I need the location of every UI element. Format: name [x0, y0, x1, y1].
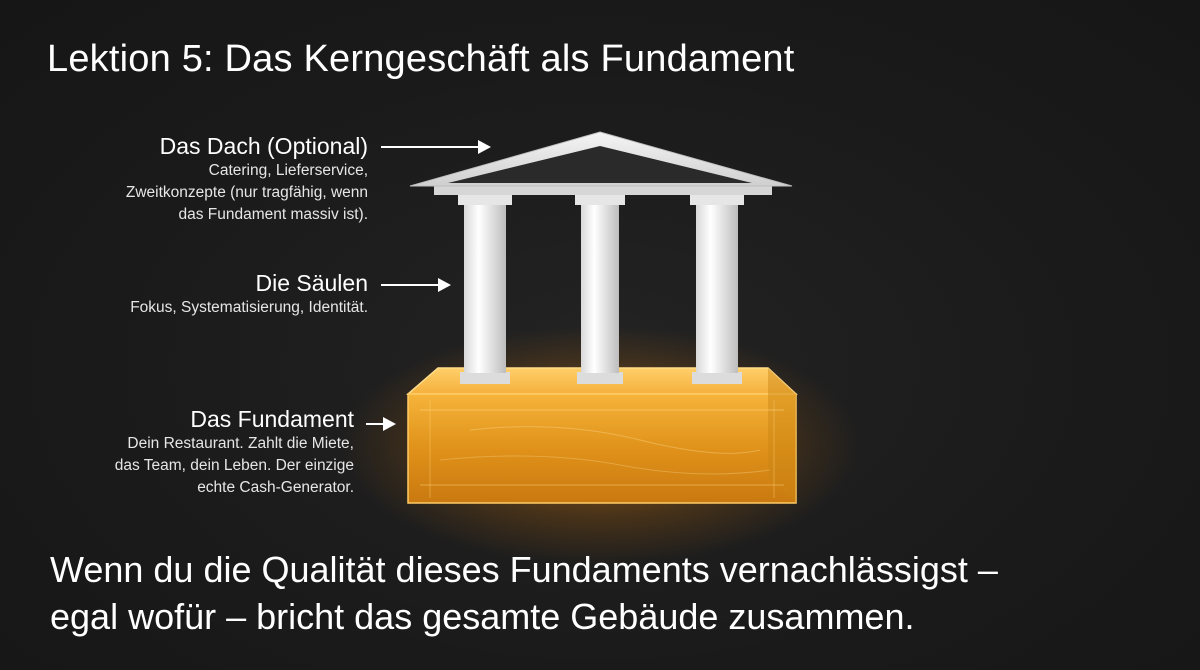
roof-label: Das Dach (Optional) Catering, Lieferserv…	[126, 132, 368, 226]
conclusion-line: egal wofür – bricht das gesamte Gebäude …	[50, 596, 915, 637]
roof	[409, 131, 793, 195]
foundation-arrow-icon	[366, 417, 396, 431]
foundation-description: Dein Restaurant. Zahlt die Miete, das Te…	[115, 433, 354, 499]
foundation-line: Dein Restaurant. Zahlt die Miete,	[127, 435, 354, 452]
foundation-line: das Team, dein Leben. Der einzige	[114, 457, 354, 474]
pillars-label: Die Säulen Fokus, Systematisierung, Iden…	[130, 269, 368, 319]
foundation-block	[405, 367, 798, 504]
roof-line: das Fundament massiv ist).	[178, 206, 368, 223]
pillars-heading: Die Säulen	[255, 270, 368, 296]
roof-line: Zweitkonzepte (nur tragfähig, wenn	[125, 184, 368, 201]
column-left	[458, 193, 512, 384]
pillars-arrow-icon	[381, 278, 451, 292]
foundation-line: echte Cash-Generator.	[197, 479, 354, 496]
slide-title: Lektion 5: Das Kerngeschäft als Fundamen…	[47, 38, 795, 80]
conclusion-line: Wenn du die Qualität dieses Fundaments v…	[50, 549, 998, 590]
column-right	[690, 193, 744, 384]
roof-heading: Das Dach (Optional)	[159, 133, 368, 159]
conclusion-text: Wenn du die Qualität dieses Fundaments v…	[50, 546, 1170, 640]
foundation-label: Das Fundament Dein Restaurant. Zahlt die…	[115, 405, 354, 499]
roof-line: Catering, Lieferservice,	[208, 162, 368, 179]
roof-arrow-icon	[381, 140, 491, 154]
roof-description: Catering, Lieferservice, Zweitkonzepte (…	[126, 160, 368, 226]
foundation-heading: Das Fundament	[190, 406, 354, 432]
pillars-line: Fokus, Systematisierung, Identität.	[130, 299, 368, 316]
pillars-description: Fokus, Systematisierung, Identität.	[130, 297, 368, 319]
column-middle	[575, 193, 625, 384]
